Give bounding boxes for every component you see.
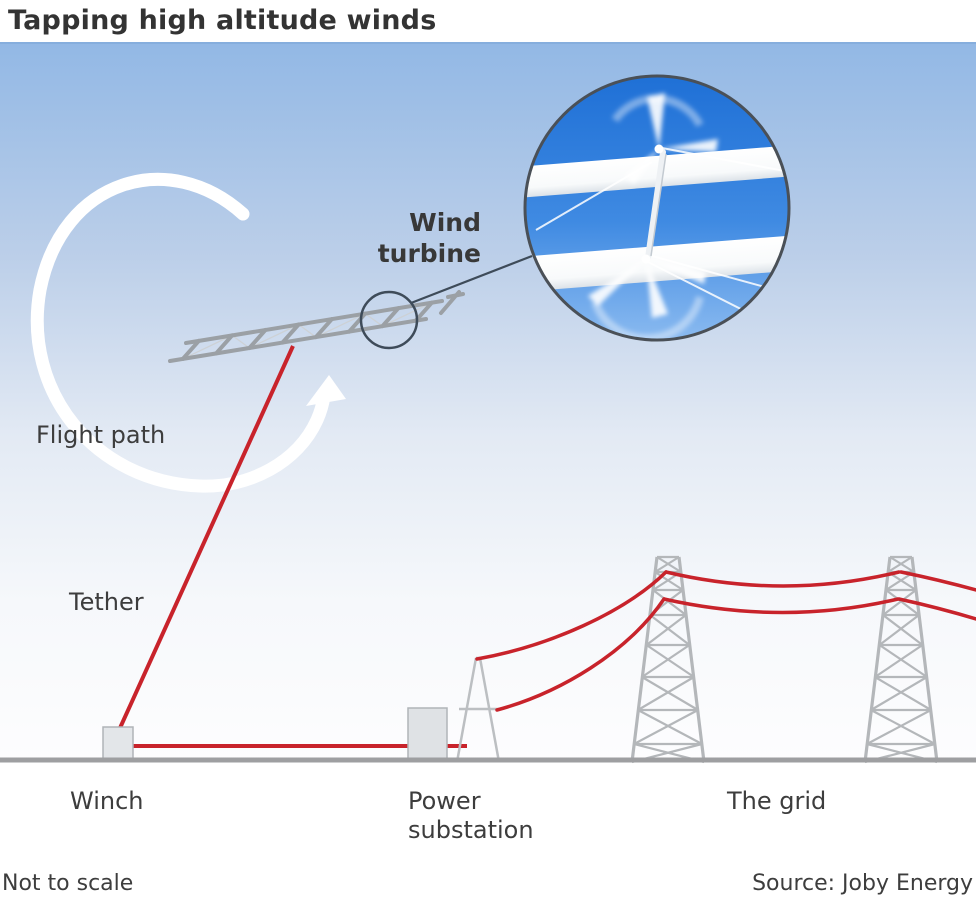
flight-path-arrow bbox=[30, 172, 346, 493]
inset-upper-rotor bbox=[611, 93, 718, 184]
label-the-grid: The grid bbox=[727, 787, 827, 815]
sky-background bbox=[0, 42, 976, 761]
sky-top-edge bbox=[0, 42, 976, 44]
inset-strut bbox=[645, 149, 666, 261]
substation-box bbox=[407, 707, 448, 761]
page-title: Tapping high altitude winds bbox=[8, 5, 437, 36]
inset-lower-rotor bbox=[588, 259, 706, 340]
flight-path-arrowhead bbox=[306, 375, 346, 406]
winch-box bbox=[102, 726, 134, 761]
inset-lower-hub bbox=[641, 254, 651, 264]
label-wind-turbine: Wind turbine bbox=[377, 208, 481, 268]
wing-tip-segment bbox=[439, 290, 465, 315]
label-power-substation: Power substation bbox=[408, 787, 534, 845]
inset-upper-hub bbox=[654, 144, 664, 154]
label-winch: Winch bbox=[70, 787, 144, 815]
callout-pointer-line bbox=[410, 254, 533, 305]
airborne-wing bbox=[168, 290, 465, 363]
source-credit: Source: Joby Energy bbox=[752, 871, 973, 896]
power-lines bbox=[475, 570, 976, 712]
inset-strut-shadow bbox=[650, 153, 667, 257]
footnote-not-to-scale: Not to scale bbox=[2, 871, 134, 896]
callout-circle bbox=[359, 290, 419, 350]
label-flight-path: Flight path bbox=[36, 421, 166, 449]
tether-line bbox=[118, 345, 295, 729]
inset-border bbox=[523, 74, 791, 342]
turbine-inset bbox=[523, 74, 791, 342]
pole bbox=[455, 656, 501, 763]
label-tether: Tether bbox=[69, 588, 144, 616]
